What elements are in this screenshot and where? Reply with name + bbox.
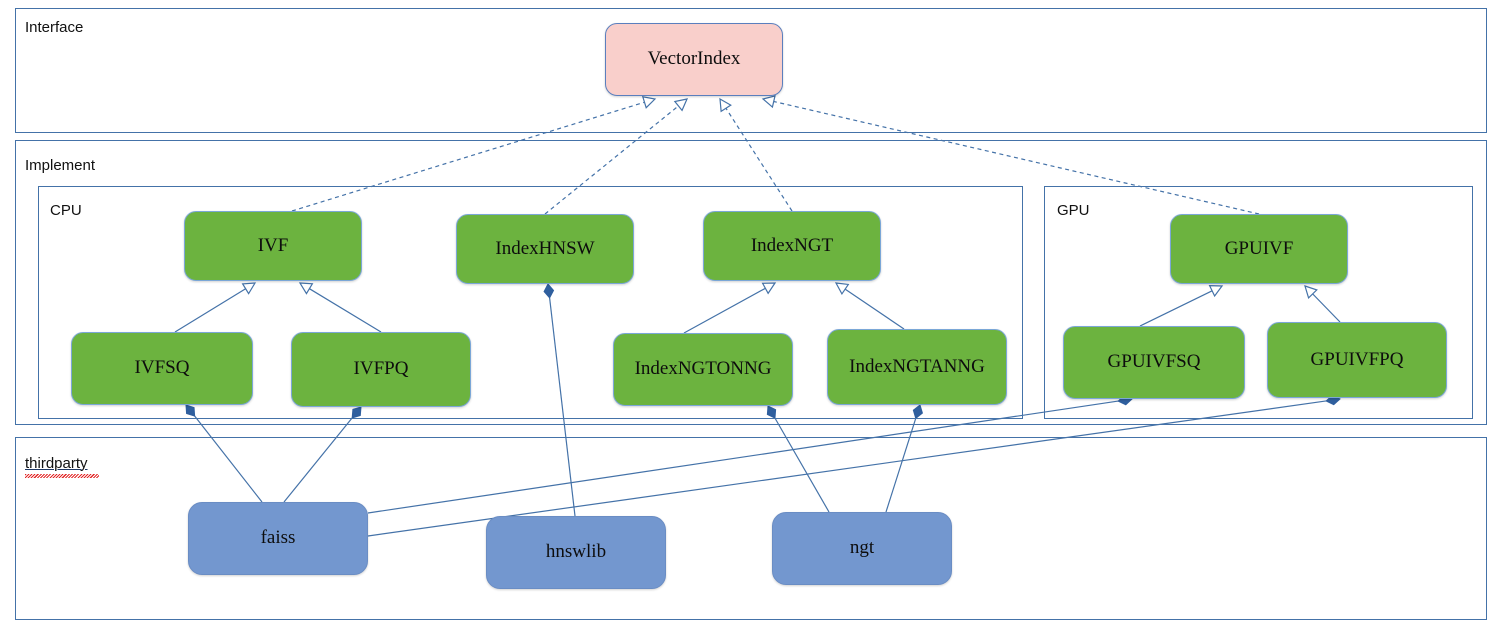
node-ngt[interactable]: ngt: [772, 512, 952, 585]
node-label-indexngtonng: IndexNGTONNG: [634, 358, 772, 380]
container-interface: [15, 8, 1487, 133]
node-indexhnsw[interactable]: IndexHNSW: [456, 214, 634, 284]
node-label-ivfpq: IVFPQ: [353, 358, 409, 380]
node-indexngt[interactable]: IndexNGT: [703, 211, 881, 281]
node-label-indexngt: IndexNGT: [750, 234, 834, 256]
node-label-faiss: faiss: [260, 527, 296, 549]
node-ivfpq[interactable]: IVFPQ: [291, 332, 471, 407]
node-label-ivfsq: IVFSQ: [134, 357, 190, 379]
node-label-gpuivfsq: GPUIVFSQ: [1107, 351, 1201, 373]
node-label-indexhnsw: IndexHNSW: [495, 237, 595, 259]
node-label-gpuivf: GPUIVF: [1224, 237, 1294, 259]
node-label-gpuivfpq: GPUIVFPQ: [1310, 348, 1404, 370]
node-ivf[interactable]: IVF: [184, 211, 362, 281]
node-indexngtonng[interactable]: IndexNGTONNG: [613, 333, 793, 406]
container-label-cpu: CPU: [50, 202, 82, 219]
node-vectorindex[interactable]: VectorIndex: [605, 23, 783, 96]
node-label-ivf: IVF: [257, 234, 289, 256]
node-label-hnswlib: hnswlib: [545, 541, 607, 563]
node-ivfsq[interactable]: IVFSQ: [71, 332, 253, 405]
node-label-ngt: ngt: [849, 537, 875, 559]
node-faiss[interactable]: faiss: [188, 502, 368, 575]
container-implement: [15, 140, 1487, 425]
node-gpuivf[interactable]: GPUIVF: [1170, 214, 1348, 284]
container-label-thirdparty: thirdparty: [25, 455, 88, 472]
spellcheck-underline-thirdparty: [25, 474, 99, 478]
container-thirdparty: [15, 437, 1487, 620]
node-label-indexngtanng: IndexNGTANNG: [849, 355, 985, 377]
node-gpuivfpq[interactable]: GPUIVFPQ: [1267, 322, 1447, 398]
node-indexngtanng[interactable]: IndexNGTANNG: [827, 329, 1007, 405]
container-label-interface: Interface: [25, 19, 84, 36]
node-label-vectorindex: VectorIndex: [647, 48, 741, 70]
container-label-gpu: GPU: [1057, 202, 1090, 219]
container-cpu: [38, 186, 1023, 419]
node-hnswlib[interactable]: hnswlib: [486, 516, 666, 589]
node-gpuivfsq[interactable]: GPUIVFSQ: [1063, 326, 1245, 399]
container-label-implement: Implement: [25, 157, 96, 174]
container-gpu: [1044, 186, 1473, 419]
